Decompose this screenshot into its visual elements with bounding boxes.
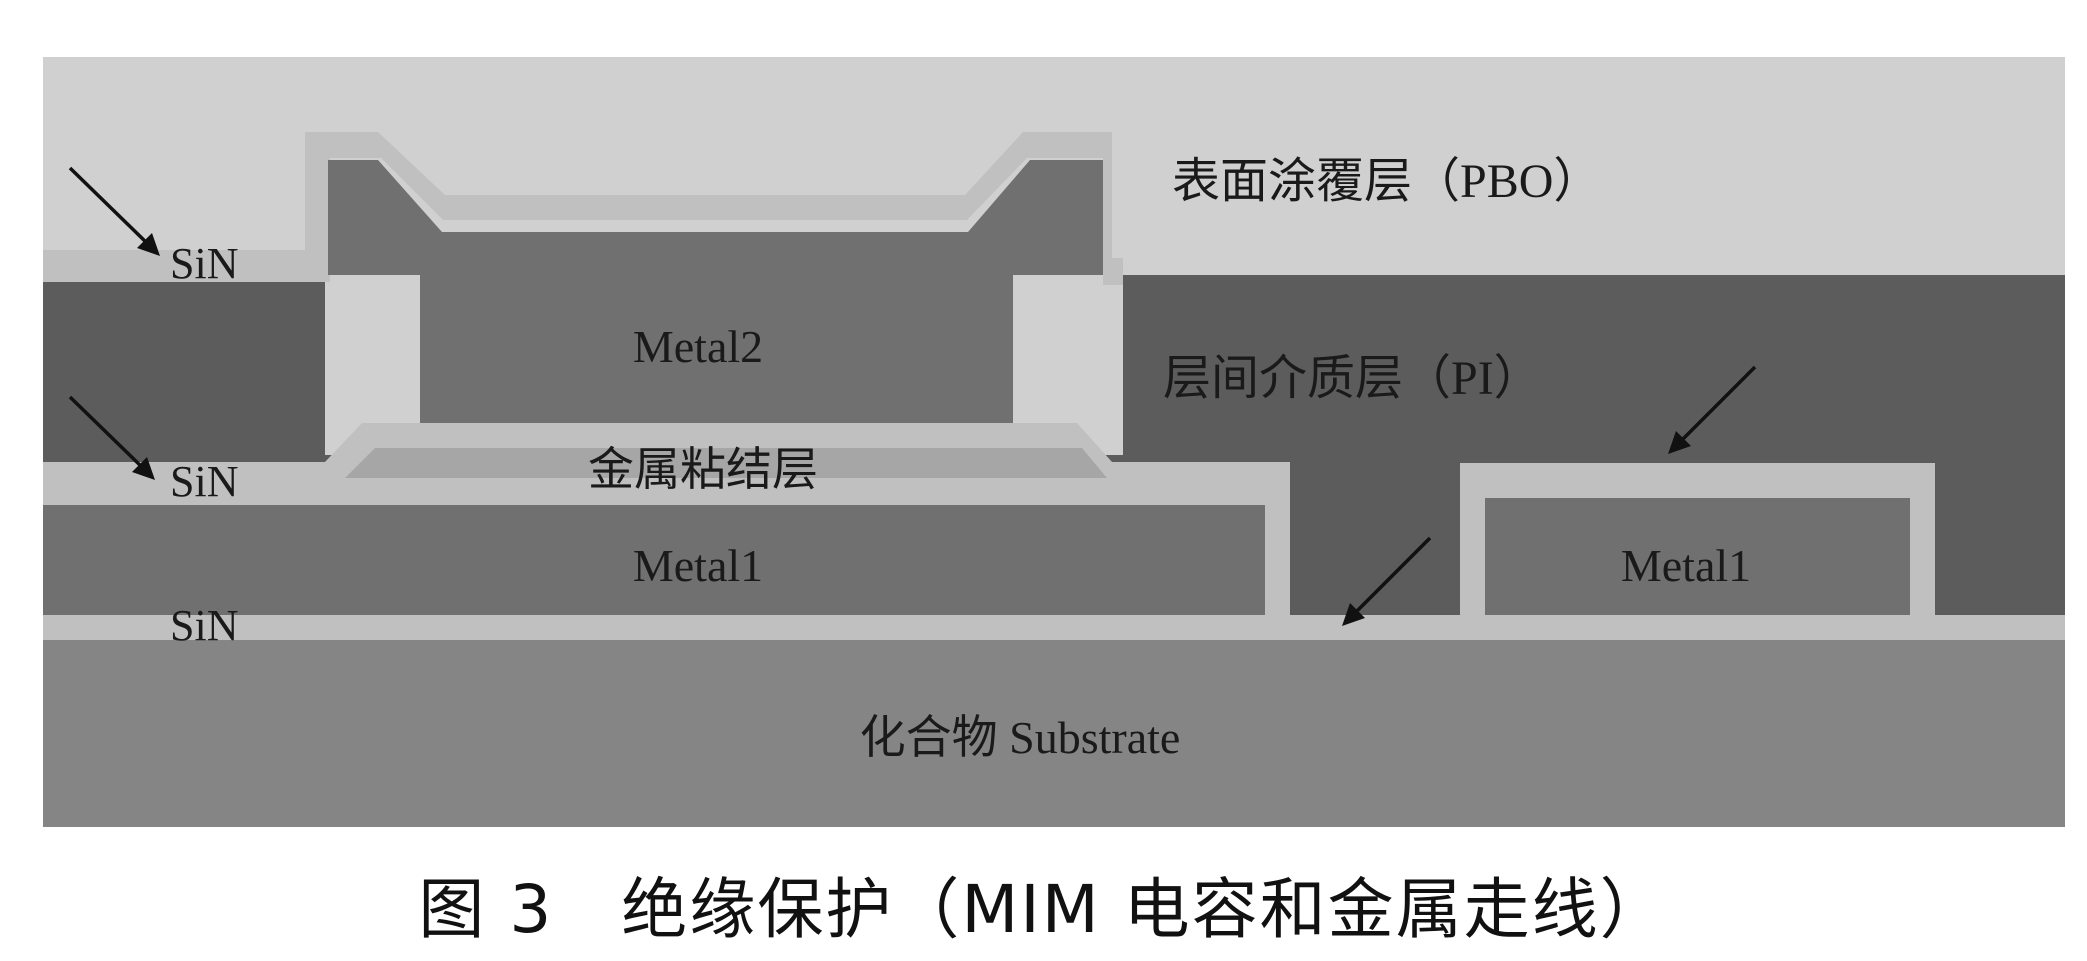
label-pi: 层间介质层（PI）: [1163, 352, 1542, 405]
sin-right-liner: [1460, 463, 1935, 615]
label-sin-top: SiN: [170, 239, 238, 288]
sin-top-liner: [43, 132, 1123, 285]
label-metal1-left: Metal1: [633, 540, 763, 591]
label-sin-bottom: SiN: [170, 601, 238, 650]
adhesion-layer: [345, 448, 1107, 478]
label-metal1-right: Metal1: [1621, 540, 1751, 591]
figure-caption: 图 3 绝缘保护（MIM 电容和金属走线）: [418, 871, 1667, 948]
arrow-sin-right: [1668, 365, 1757, 454]
arrow-sin-gap: [1342, 536, 1432, 626]
sin-bottom-liner: [43, 615, 2065, 640]
metal2-block: [328, 160, 1103, 448]
label-sin-middle: SiN: [170, 457, 238, 506]
label-metal2: Metal2: [633, 321, 763, 372]
label-pbo: 表面涂覆层（PBO）: [1172, 155, 1601, 208]
metal1-right-block: [1485, 498, 1910, 615]
arrow-sin-middle: [68, 395, 155, 480]
label-adhesion: 金属粘结层: [588, 444, 818, 495]
arrow-sin-top: [68, 166, 160, 256]
metal1-left-block: [43, 505, 1265, 615]
substrate-layer: [43, 640, 2065, 827]
label-substrate: 化合物 Substrate: [860, 712, 1181, 763]
